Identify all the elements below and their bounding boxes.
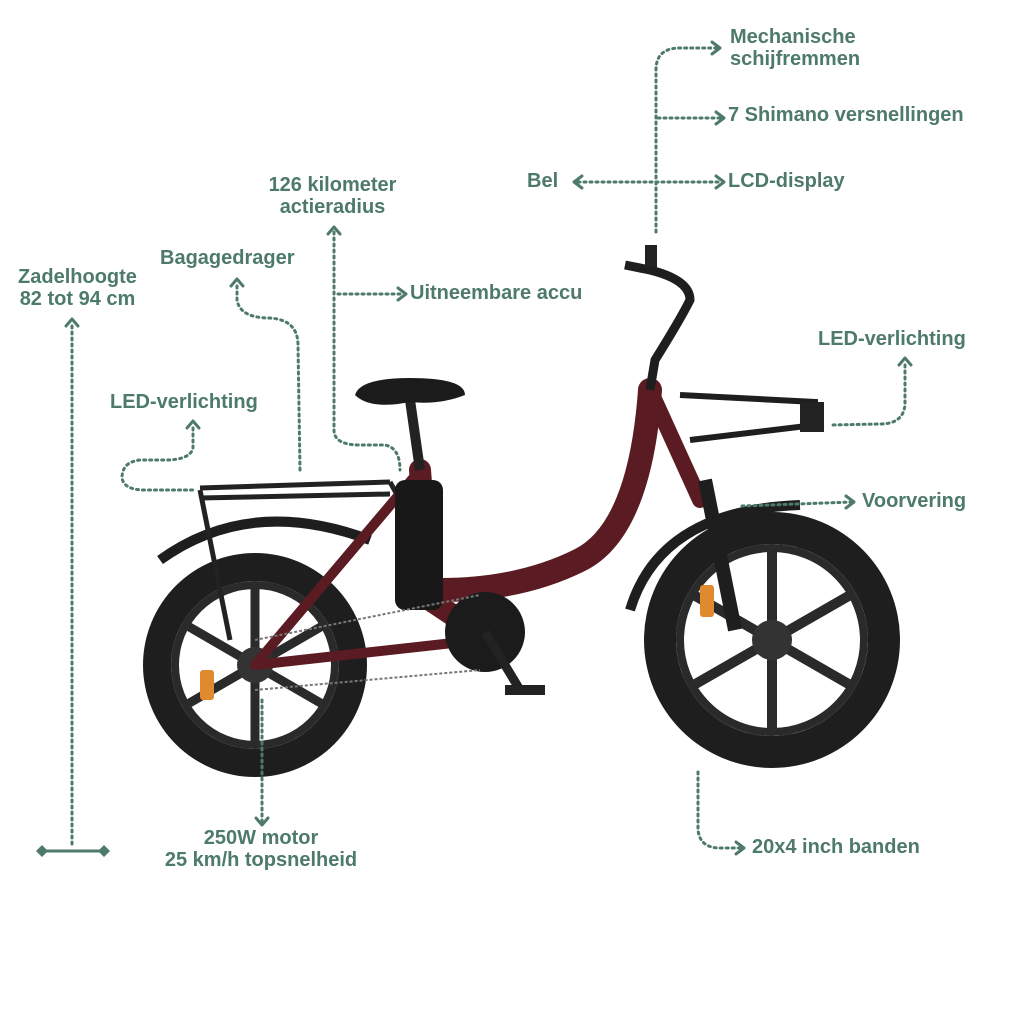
front-fork xyxy=(698,478,742,632)
leader-lines xyxy=(36,40,913,857)
label-rack: Bagagedrager xyxy=(160,247,295,269)
label-brakes: Mechanische schijfremmen xyxy=(730,26,860,70)
label-led-front: LED-verlichting xyxy=(818,328,966,350)
label-lcd-display: LCD-display xyxy=(728,170,845,192)
rear-rack xyxy=(197,479,403,641)
front-basket xyxy=(679,392,818,443)
label-saddle-height: Zadelhoogte 82 tot 94 cm xyxy=(5,266,150,310)
label-saddle-height-line1: Zadelhoogte xyxy=(18,266,137,288)
label-suspension: Voorvering xyxy=(862,490,967,512)
label-range-line1: 126 kilometer xyxy=(268,174,397,196)
label-tires: 20x4 inch banden xyxy=(752,836,920,858)
label-brakes-line2: schijfremmen xyxy=(730,48,861,70)
saddle xyxy=(355,378,465,405)
label-range-line2: actieradius xyxy=(279,196,386,218)
lcd-display xyxy=(645,245,657,267)
label-battery: Uitneembare accu xyxy=(410,282,583,304)
rear-fender xyxy=(157,516,372,565)
front-light xyxy=(800,402,824,432)
label-range: 126 kilometer actieradius xyxy=(250,174,415,218)
label-gears: 7 Shimano versnellingen xyxy=(728,104,964,126)
label-motor-line2: 25 km/h topsnelheid xyxy=(164,849,358,871)
label-motor: 250W motor 25 km/h topsnelheid xyxy=(140,827,382,871)
label-led-rear: LED-verlichting xyxy=(110,391,258,413)
front-fender xyxy=(625,500,801,612)
label-saddle-height-line2: 82 tot 94 cm xyxy=(19,288,136,310)
label-bell: Bel xyxy=(527,170,559,192)
front-wheel xyxy=(644,512,900,768)
label-brakes-line1: Mechanische xyxy=(730,26,856,48)
label-motor-line1: 250W motor xyxy=(203,827,319,849)
battery xyxy=(395,480,443,610)
handlebar xyxy=(624,260,695,391)
